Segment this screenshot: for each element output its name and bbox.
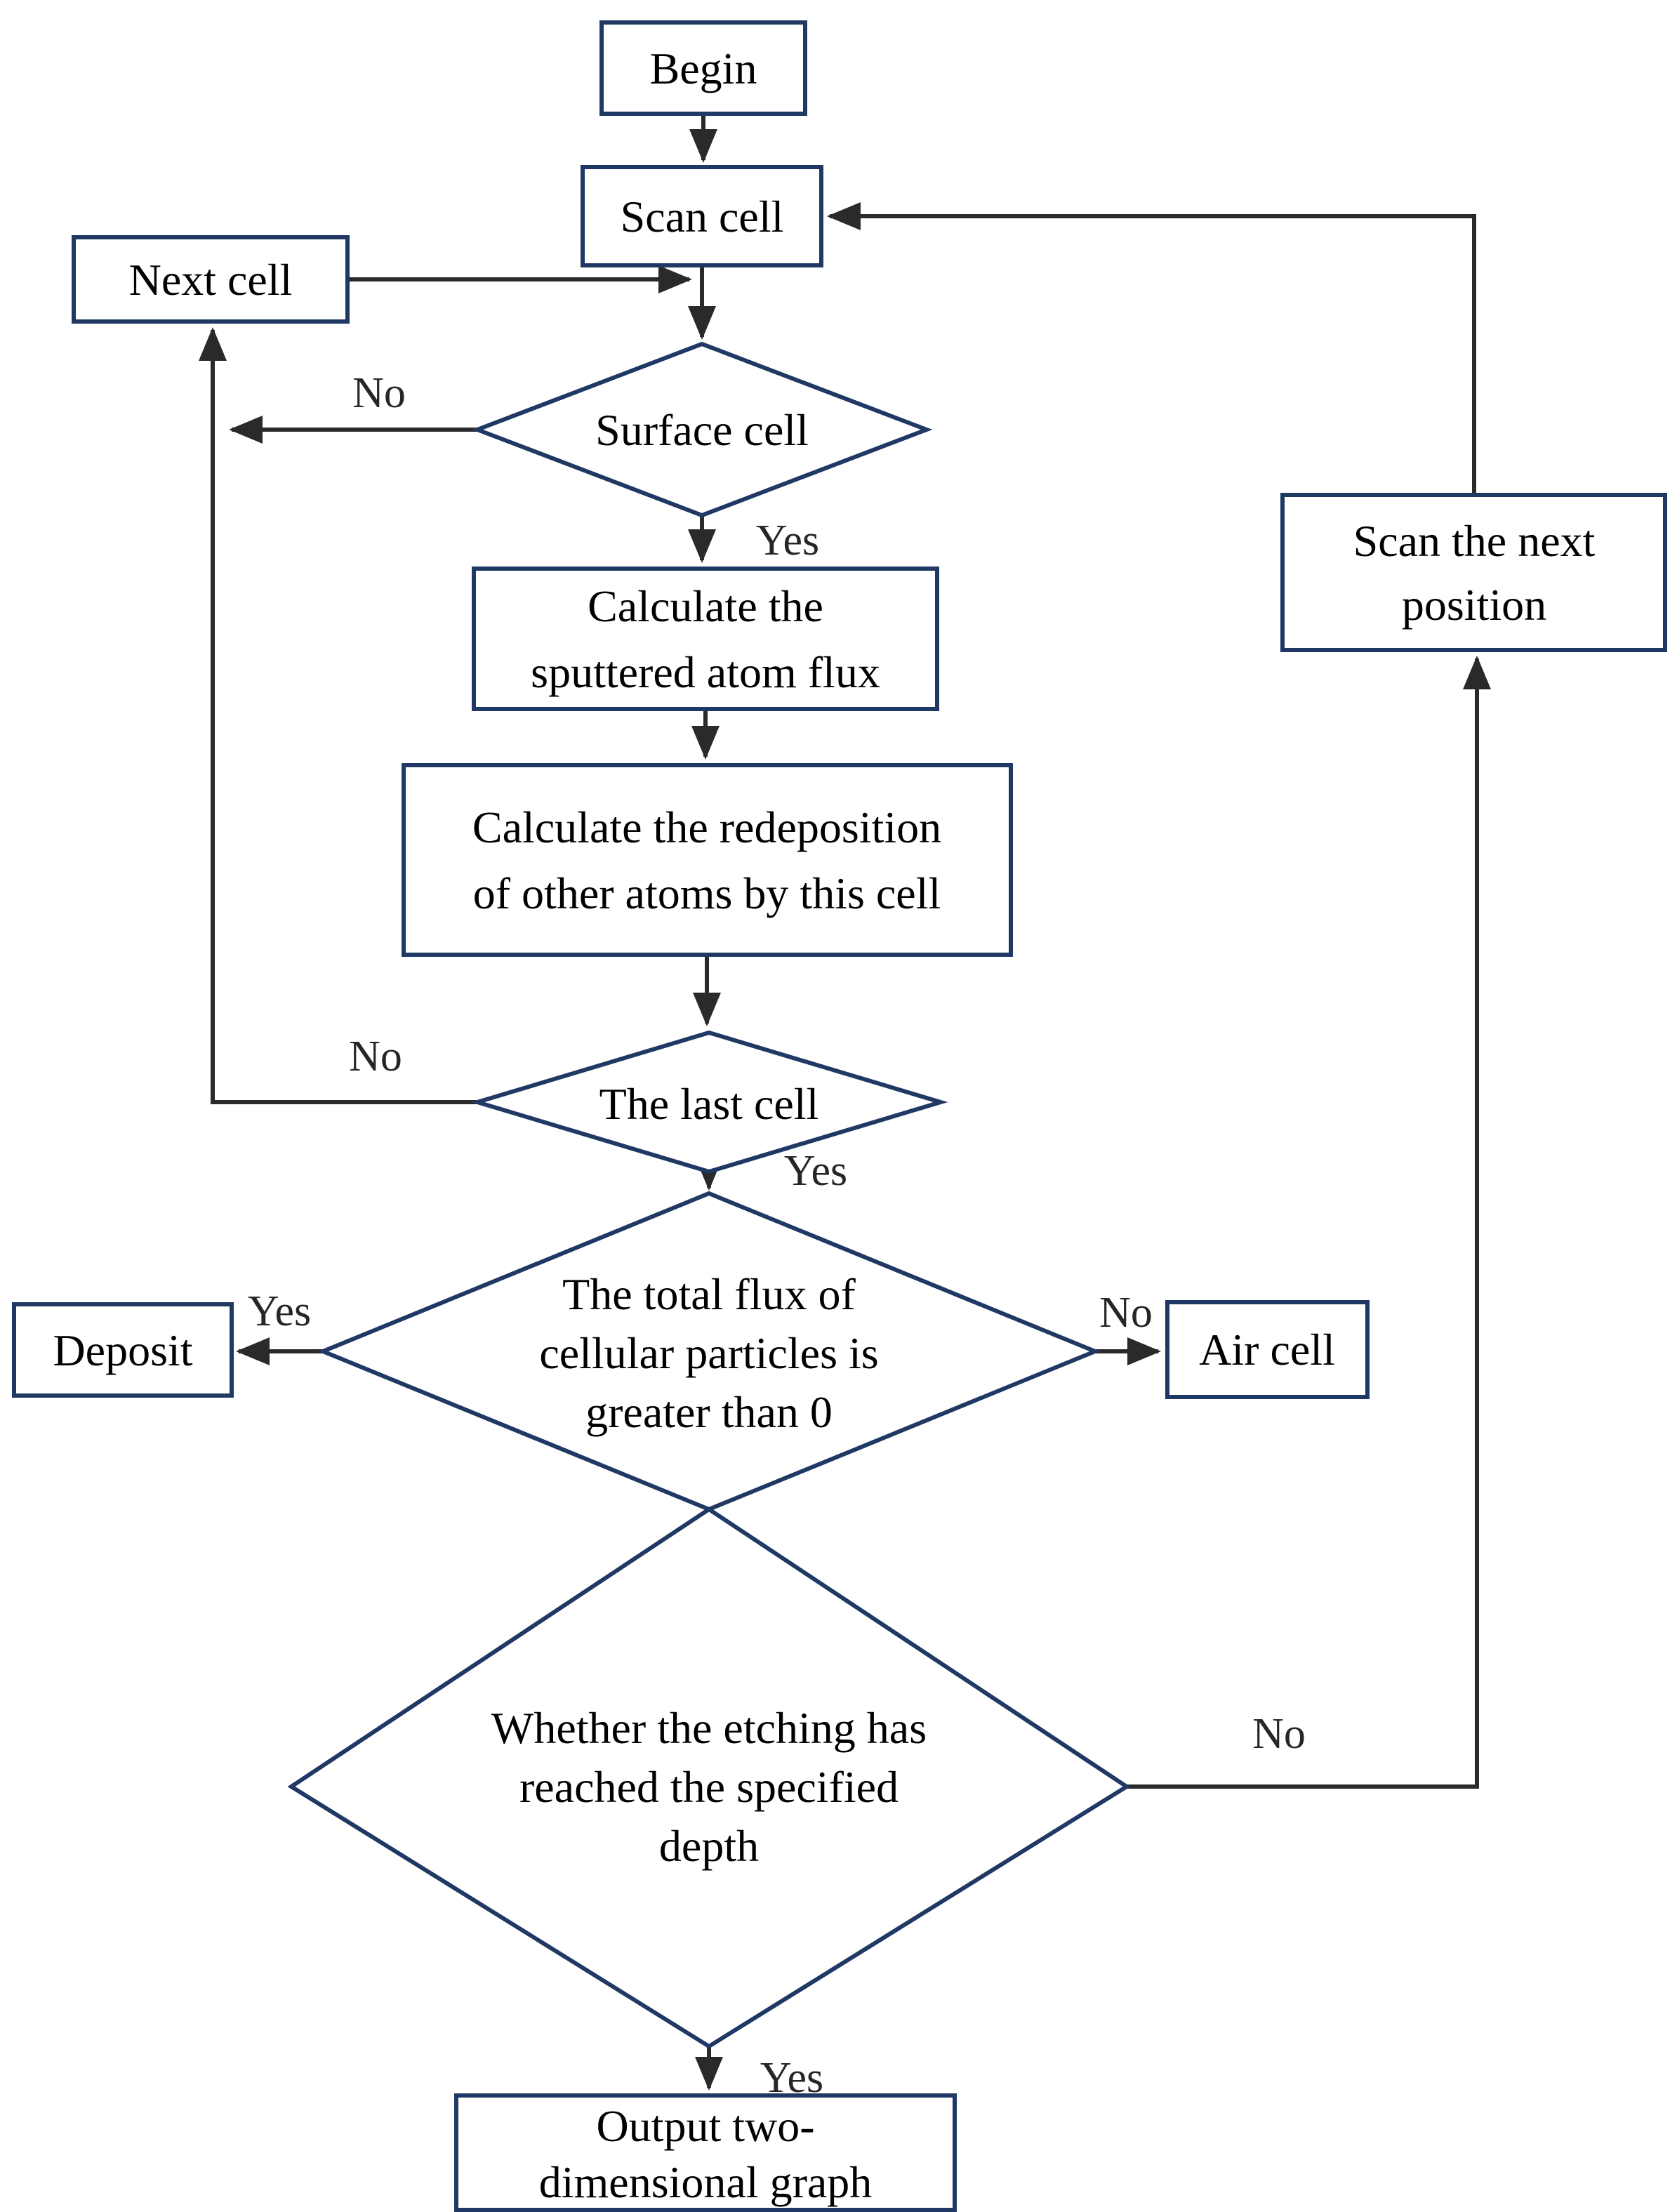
deposit-label: Deposit: [53, 1325, 192, 1375]
etching-depth-label-line1: Whether the etching has: [491, 1703, 927, 1753]
last-yes-label: Yes: [784, 1147, 847, 1195]
flux-yes-label: Yes: [248, 1287, 311, 1335]
scan-next-position-box: [1280, 493, 1667, 652]
etching-depth-diamond: [287, 1506, 1131, 2049]
calc-redeposition-label-line1: Calculate the redeposition: [472, 802, 941, 852]
total-flux-label-line1: The total flux of: [562, 1269, 856, 1319]
surface-no-label: No: [352, 369, 406, 417]
calc-flux-box: [472, 567, 939, 711]
arrow-scan-next-to-scan-cell: [827, 202, 1476, 495]
arrow-return-to-next-cell: [199, 327, 481, 1104]
etch-yes-label: Yes: [760, 2054, 823, 2102]
output-graph-label-line1: Output two-: [596, 2101, 814, 2151]
calc-flux-label-line2: sputtered atom flux: [531, 647, 880, 697]
calc-redeposition-box: [402, 763, 1013, 957]
scan-cell-box: [581, 165, 823, 267]
next-cell-label: Next cell: [129, 255, 293, 305]
begin-label: Begin: [650, 44, 757, 93]
air-cell-box: [1165, 1300, 1370, 1399]
etching-depth-label-line2: reached the specified: [519, 1762, 899, 1812]
arrow-etch-no-to-scan-next: [1127, 656, 1491, 1789]
output-graph-box: [454, 2093, 957, 2212]
calc-flux-label-line1: Calculate the: [588, 581, 823, 631]
surface-cell-label: Surface cell: [595, 405, 809, 455]
total-flux-label-line3: greater than 0: [585, 1387, 833, 1437]
air-cell-label: Air cell: [1199, 1325, 1335, 1375]
scan-cell-label: Scan cell: [621, 192, 784, 241]
scan-next-label-line2: position: [1402, 580, 1546, 630]
surface-cell-diamond: [471, 341, 933, 518]
next-cell-box: [72, 235, 350, 324]
deposit-box: [12, 1302, 234, 1398]
flux-no-label: No: [1099, 1289, 1153, 1337]
calc-redeposition-label-line2: of other atoms by this cell: [473, 868, 941, 918]
etch-no-label: No: [1252, 1710, 1306, 1758]
last-cell-label: The last cell: [599, 1079, 819, 1129]
output-graph-label-line2: dimensional graph: [539, 2157, 873, 2207]
total-flux-label-line2: cellular particles is: [539, 1328, 878, 1378]
scan-next-label-line1: Scan the next: [1353, 516, 1596, 566]
surface-yes-label: Yes: [756, 517, 819, 564]
last-no-label: No: [349, 1033, 402, 1080]
begin-box: [599, 20, 807, 116]
etching-depth-label-line3: depth: [659, 1821, 759, 1871]
last-cell-diamond: [470, 1030, 948, 1174]
